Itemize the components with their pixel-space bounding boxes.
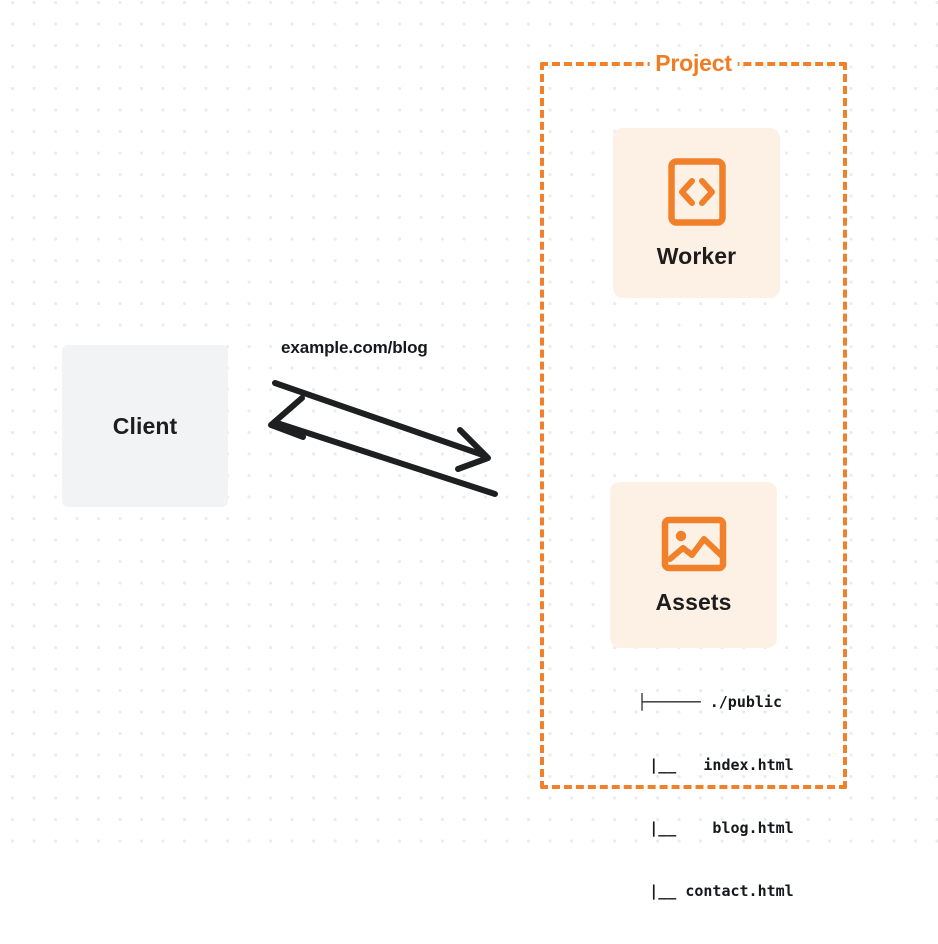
worker-label: Worker	[656, 242, 737, 269]
assets-label: Assets	[655, 588, 732, 615]
file-tree-row: ├────── ./public	[637, 693, 783, 711]
arrow-right-icon	[272, 380, 491, 472]
code-brackets-icon	[667, 157, 726, 226]
file-tree-row: |__ blog.html	[586, 819, 794, 837]
assets-file-tree: ├────── ./public |__ index.html |__ blog…	[586, 650, 794, 944]
client-node[interactable]: Client	[62, 345, 228, 507]
connector-arrows	[268, 380, 498, 497]
project-group-title: Project	[649, 50, 738, 76]
diagram-canvas: Client example.com/blog Project Worke	[0, 0, 938, 900]
connector-label: example.com/blog	[281, 338, 428, 357]
assets-node[interactable]: Assets	[610, 482, 777, 648]
project-group[interactable]: Project	[540, 50, 847, 789]
worker-node[interactable]: Worker	[613, 128, 780, 298]
image-icon	[661, 516, 726, 571]
file-tree-row: |__ index.html	[586, 756, 794, 774]
file-tree-row: |__ contact.html	[586, 882, 794, 900]
client-project-connector	[255, 365, 515, 515]
arrow-left-icon	[268, 395, 498, 497]
client-label: Client	[112, 412, 178, 439]
